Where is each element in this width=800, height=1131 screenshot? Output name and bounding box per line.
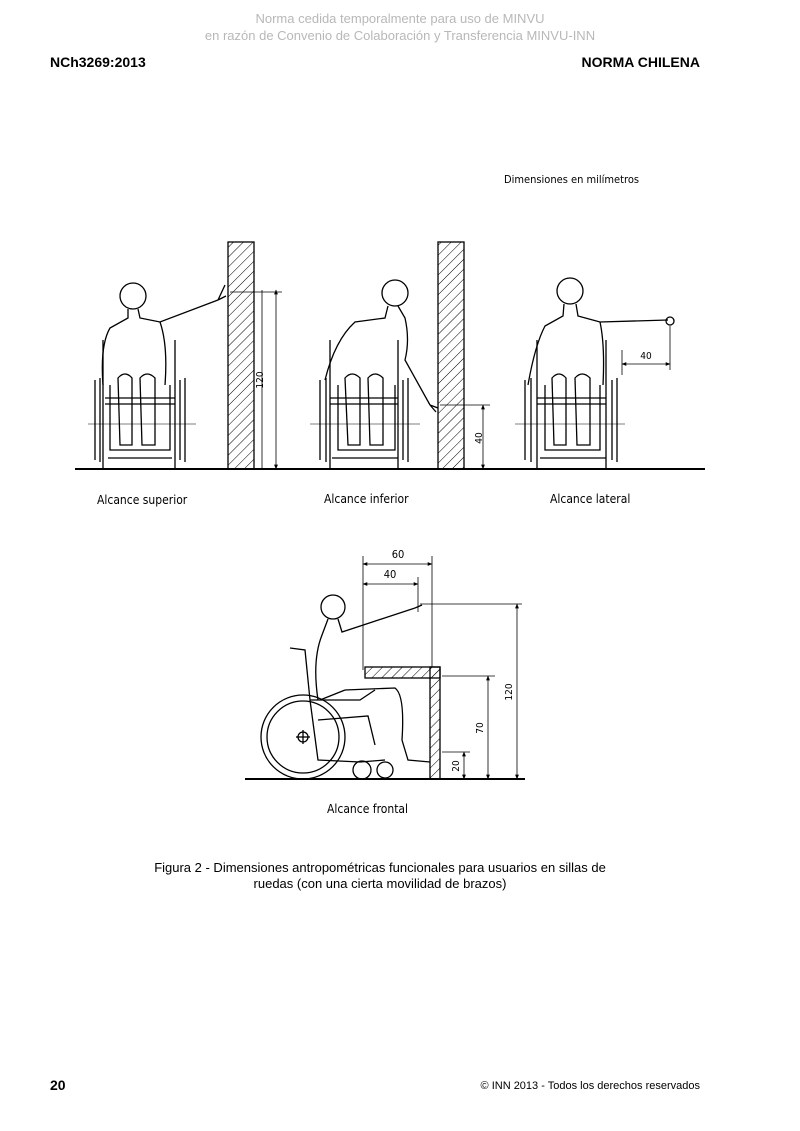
panel-alcance-superior [75,241,300,470]
label-alcance-lateral: Alcance lateral [550,492,630,506]
wheelchair-side-figure [260,594,431,780]
wheelchair-user-figure [310,279,439,470]
table-top-hatched [364,666,441,679]
superior-height-dimension: 120 [255,371,266,388]
watermark-line-2: en razón de Convenio de Colaboración y T… [204,28,596,43]
panel-alcance-inferior [285,241,510,470]
frontal-knee-height-dimension: 20 [451,760,462,772]
units-note: Dimensiones en milímetros [504,173,639,186]
label-alcance-frontal: Alcance frontal [327,802,408,816]
copyright-notice: © INN 2013 - Todos los derechos reservad… [480,1080,700,1092]
panel-alcance-lateral [498,277,705,470]
label-alcance-superior: Alcance superior [97,493,188,507]
standard-code: NCh3269:2013 [50,54,146,70]
frontal-reach-inner-dimension: 40 [384,568,397,581]
frontal-total-height-dimension: 120 [504,683,515,700]
wall-hatched [437,241,465,470]
page-number: 20 [50,1077,66,1093]
lateral-reach-dimension: 40 [640,351,652,362]
frontal-table-height-dimension: 70 [475,722,486,734]
standard-title: NORMA CHILENA [581,54,700,70]
figure-caption: Figura 2 - Dimensiones antropométricas f… [154,860,606,891]
table-leg-hatched [429,666,441,780]
wall-hatched [227,241,255,470]
inferior-height-dimension: 40 [474,432,485,444]
panel-alcance-frontal [245,556,525,780]
label-alcance-inferior: Alcance inferior [324,492,409,506]
watermark-line-1: Norma cedida temporalmente para uso de M… [255,11,545,26]
frontal-reach-outer-dimension: 60 [392,548,405,561]
wheelchair-user-figure [88,282,227,470]
wheelchair-user-figure [515,277,675,470]
